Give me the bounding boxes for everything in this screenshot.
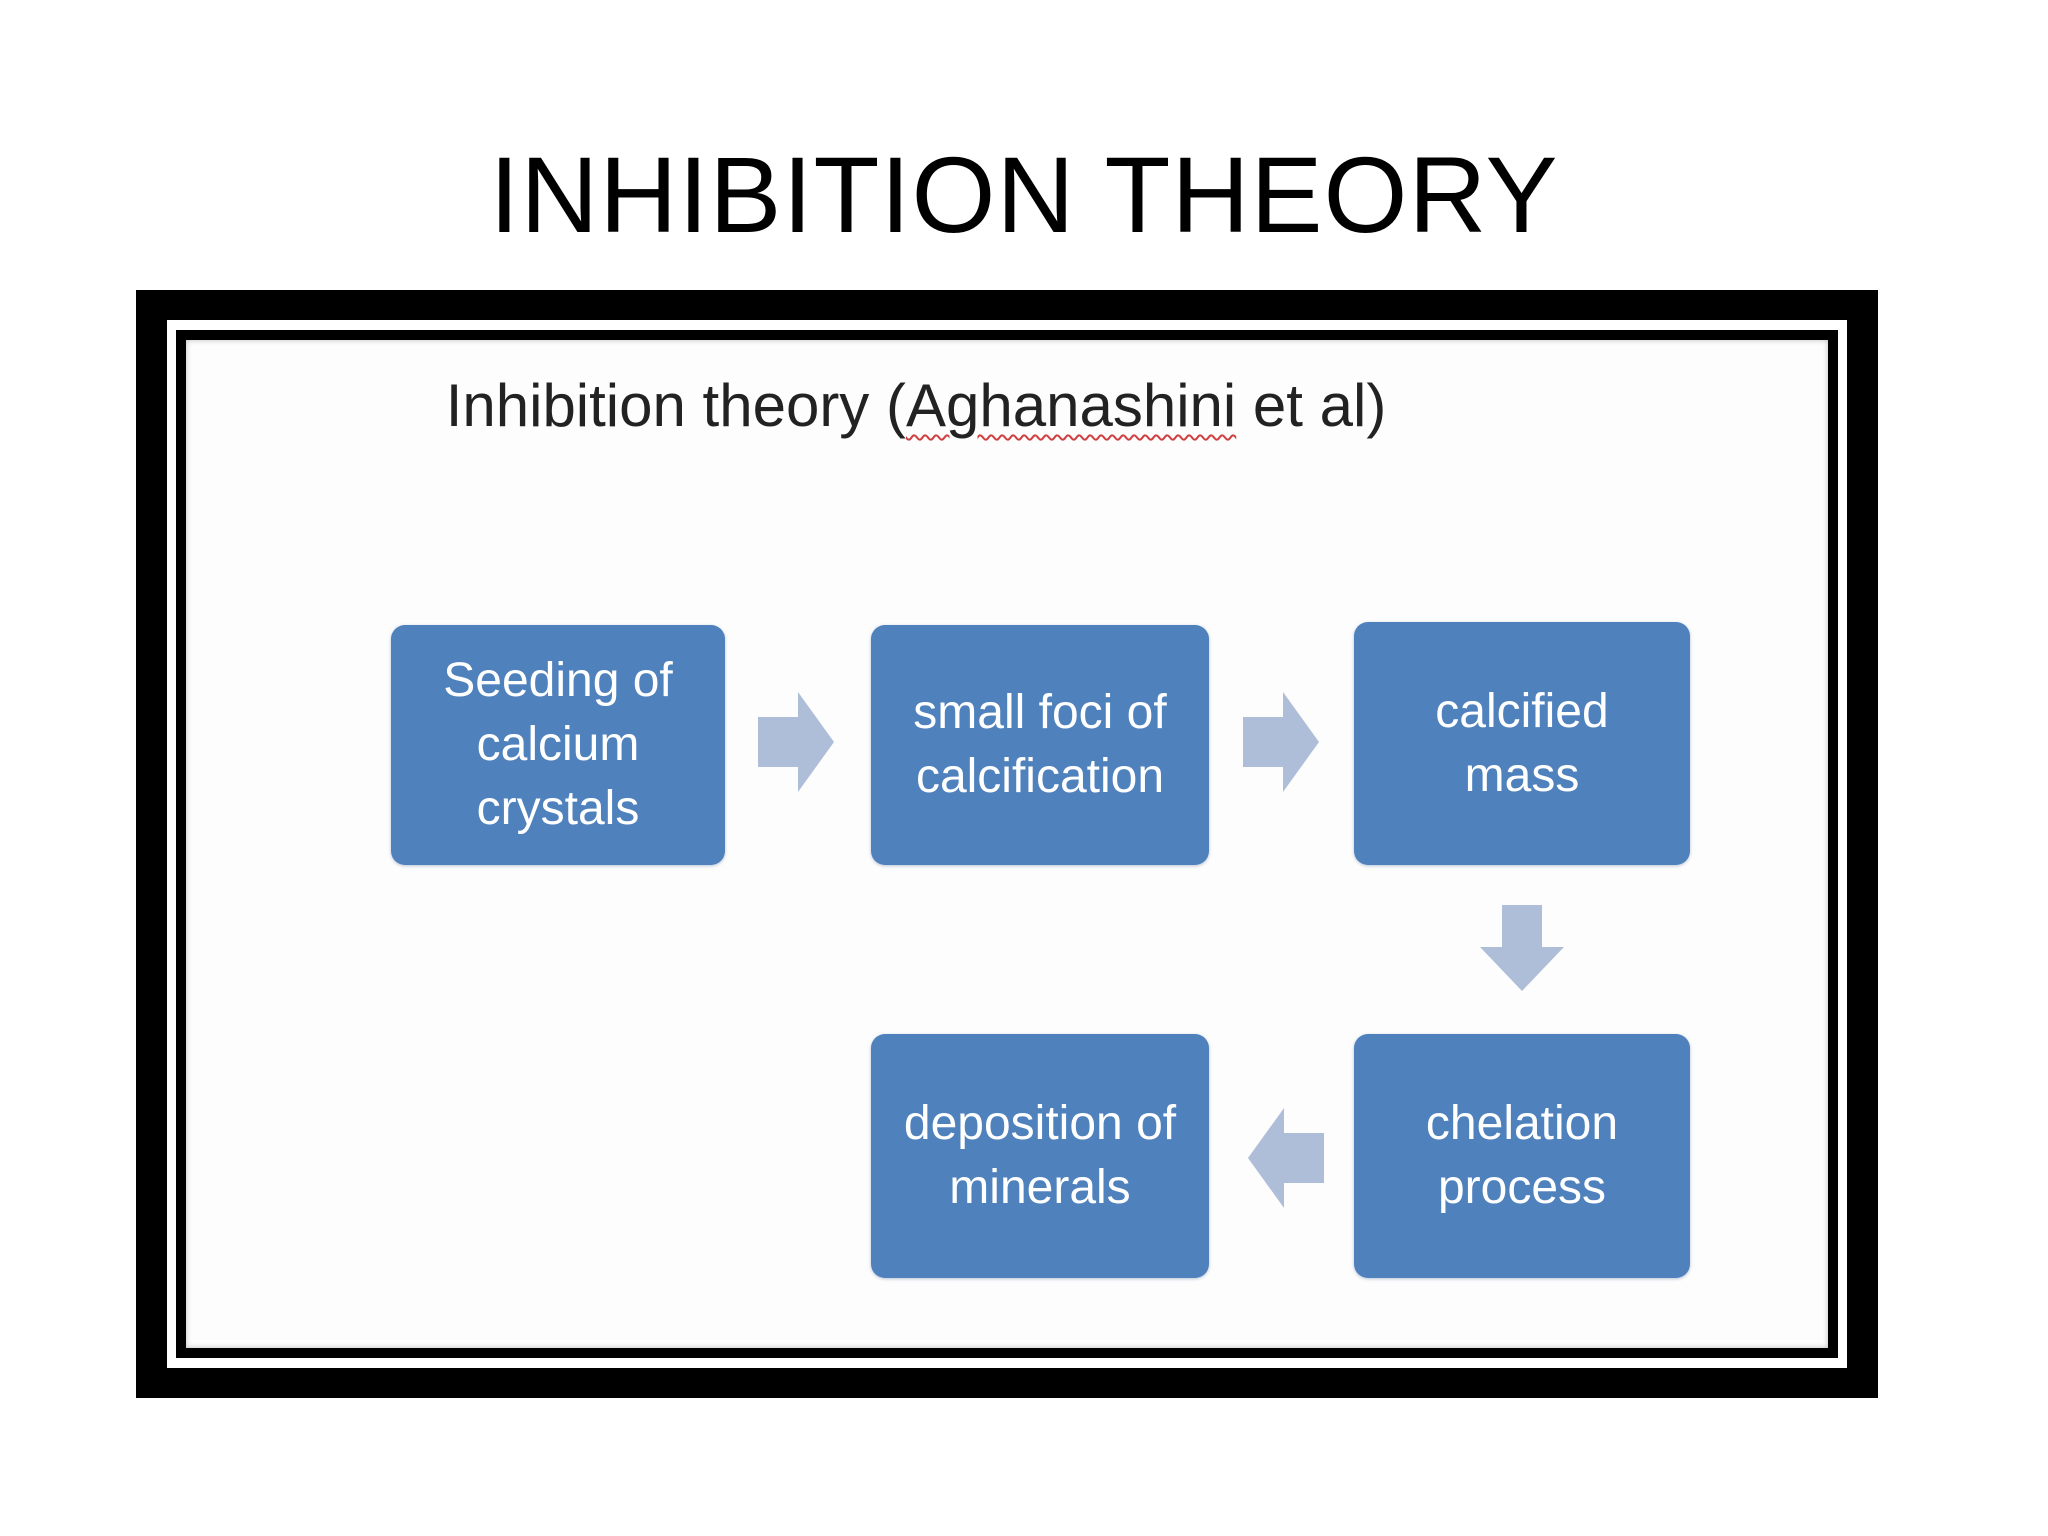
slide-title: INHIBITION THEORY (489, 134, 1559, 255)
box-label: Seeding of calcium crystals (443, 654, 673, 835)
diagram-title-author: Aghanashini (905, 372, 1237, 439)
diagram-title: Inhibition theory (Aghanashini et al) (186, 366, 1646, 446)
arrow-left (1248, 1108, 1324, 1208)
box-label: calcified mass (1435, 684, 1609, 802)
box-label: small foci of calcification (913, 686, 1167, 803)
box-seeding-calcium-crystals: Seeding of calcium crystals (391, 625, 725, 865)
box-label: chelation process (1425, 1097, 1619, 1214)
arrow-right-2 (1243, 692, 1319, 792)
box-calcified-mass: calcified mass (1354, 622, 1690, 865)
box-label: deposition of minerals (903, 1097, 1177, 1214)
box-deposition-minerals: deposition of minerals (871, 1034, 1209, 1278)
diagram-title-prefix: Inhibition theory ( (445, 372, 906, 439)
arrow-right-1 (758, 692, 834, 792)
diagram-title-suffix: et al) (1236, 372, 1387, 439)
box-small-foci-calcification: small foci of calcification (871, 625, 1209, 865)
box-chelation-process: chelation process (1354, 1034, 1690, 1278)
flow-diagram-image: Inhibition theory (Aghanashini et al) Se… (186, 340, 1828, 1348)
arrow-down (1480, 905, 1564, 991)
